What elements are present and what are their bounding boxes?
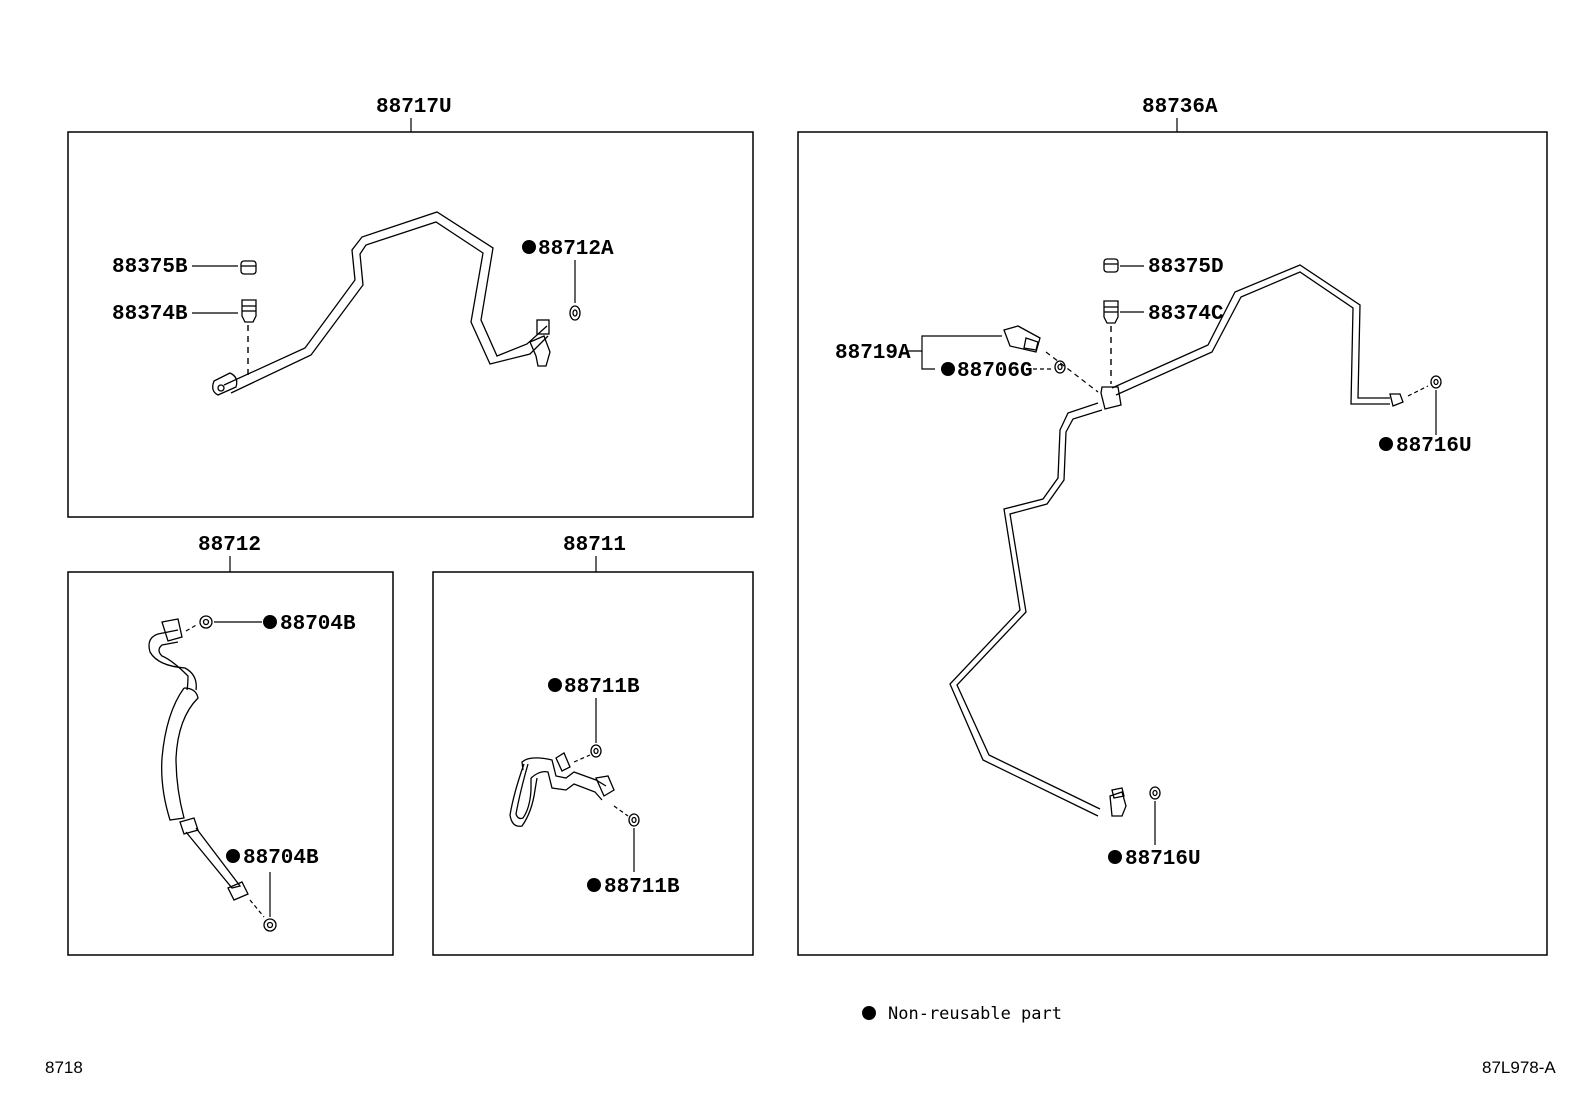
o-ring-88704b-bottom[interactable] <box>263 918 277 932</box>
o-ring-88704b-top[interactable] <box>199 615 213 629</box>
non-reusable-bullet <box>548 678 562 692</box>
group-88717u: 88717U 88375B 88374B <box>67 96 754 518</box>
valve-88374c[interactable] <box>1103 300 1119 324</box>
label-88716u-bottom[interactable]: 88716U <box>1125 848 1201 871</box>
pipe-88717u[interactable] <box>212 211 551 396</box>
group-88711: 88711 88711B 88711B <box>432 534 754 956</box>
label-88716u-right[interactable]: 88716U <box>1396 435 1472 458</box>
group-title[interactable]: 88736A <box>1142 96 1218 119</box>
label-88704b-bottom[interactable]: 88704B <box>243 847 319 870</box>
cap-88375b[interactable] <box>240 260 257 275</box>
label-88711b-bottom[interactable]: 88711B <box>604 876 680 899</box>
group-box <box>797 131 1548 956</box>
footer-left-code: 8718 <box>45 1058 83 1077</box>
label-88711b-top[interactable]: 88711B <box>564 676 640 699</box>
cap-88375d[interactable] <box>1103 258 1119 273</box>
label-88375d[interactable]: 88375D <box>1148 256 1224 279</box>
group-box <box>67 131 754 518</box>
non-reusable-bullet <box>587 878 601 892</box>
non-reusable-bullet <box>862 1006 876 1020</box>
legend-text: Non-reusable part <box>888 1004 1062 1024</box>
label-88719a[interactable]: 88719A <box>835 342 911 365</box>
non-reusable-bullet <box>226 849 240 863</box>
group-title[interactable]: 88711 <box>563 534 626 557</box>
label-88712a[interactable]: 88712A <box>538 238 614 261</box>
non-reusable-bullet <box>522 240 536 254</box>
o-ring-88706g[interactable] <box>1054 360 1066 374</box>
group-title[interactable]: 88712 <box>198 534 261 557</box>
pipe-88711[interactable] <box>509 752 615 827</box>
pipe-88736a[interactable] <box>949 264 1404 817</box>
group-title[interactable]: 88717U <box>376 96 452 119</box>
label-88375b[interactable]: 88375B <box>112 256 188 279</box>
non-reusable-bullet <box>1108 850 1122 864</box>
legend: Non-reusable part <box>862 1004 1062 1024</box>
non-reusable-bullet <box>263 615 277 629</box>
o-ring-88711b-top[interactable] <box>590 744 602 758</box>
group-88712: 88712 88704B 88704B <box>67 534 394 956</box>
non-reusable-bullet <box>1379 437 1393 451</box>
o-ring-88711b-bottom[interactable] <box>628 813 640 827</box>
group-88736a: 88736A <box>797 96 1548 956</box>
sensor-88719a[interactable] <box>1003 325 1041 353</box>
group-box <box>432 571 754 956</box>
label-88374b[interactable]: 88374B <box>112 303 188 326</box>
footer-right-code: 87L978-A <box>1482 1058 1556 1077</box>
valve-88374b[interactable] <box>241 299 257 323</box>
o-ring-88712a[interactable] <box>569 305 581 321</box>
group-box <box>67 571 394 956</box>
o-ring-88716u-bottom[interactable] <box>1149 786 1161 800</box>
hose-88712[interactable] <box>148 618 249 901</box>
label-88704b-top[interactable]: 88704B <box>280 613 356 636</box>
o-ring-88716u-right[interactable] <box>1430 375 1442 389</box>
non-reusable-bullet <box>941 362 955 376</box>
label-88374c[interactable]: 88374C <box>1148 303 1224 326</box>
label-88706g[interactable]: 88706G <box>957 360 1033 383</box>
